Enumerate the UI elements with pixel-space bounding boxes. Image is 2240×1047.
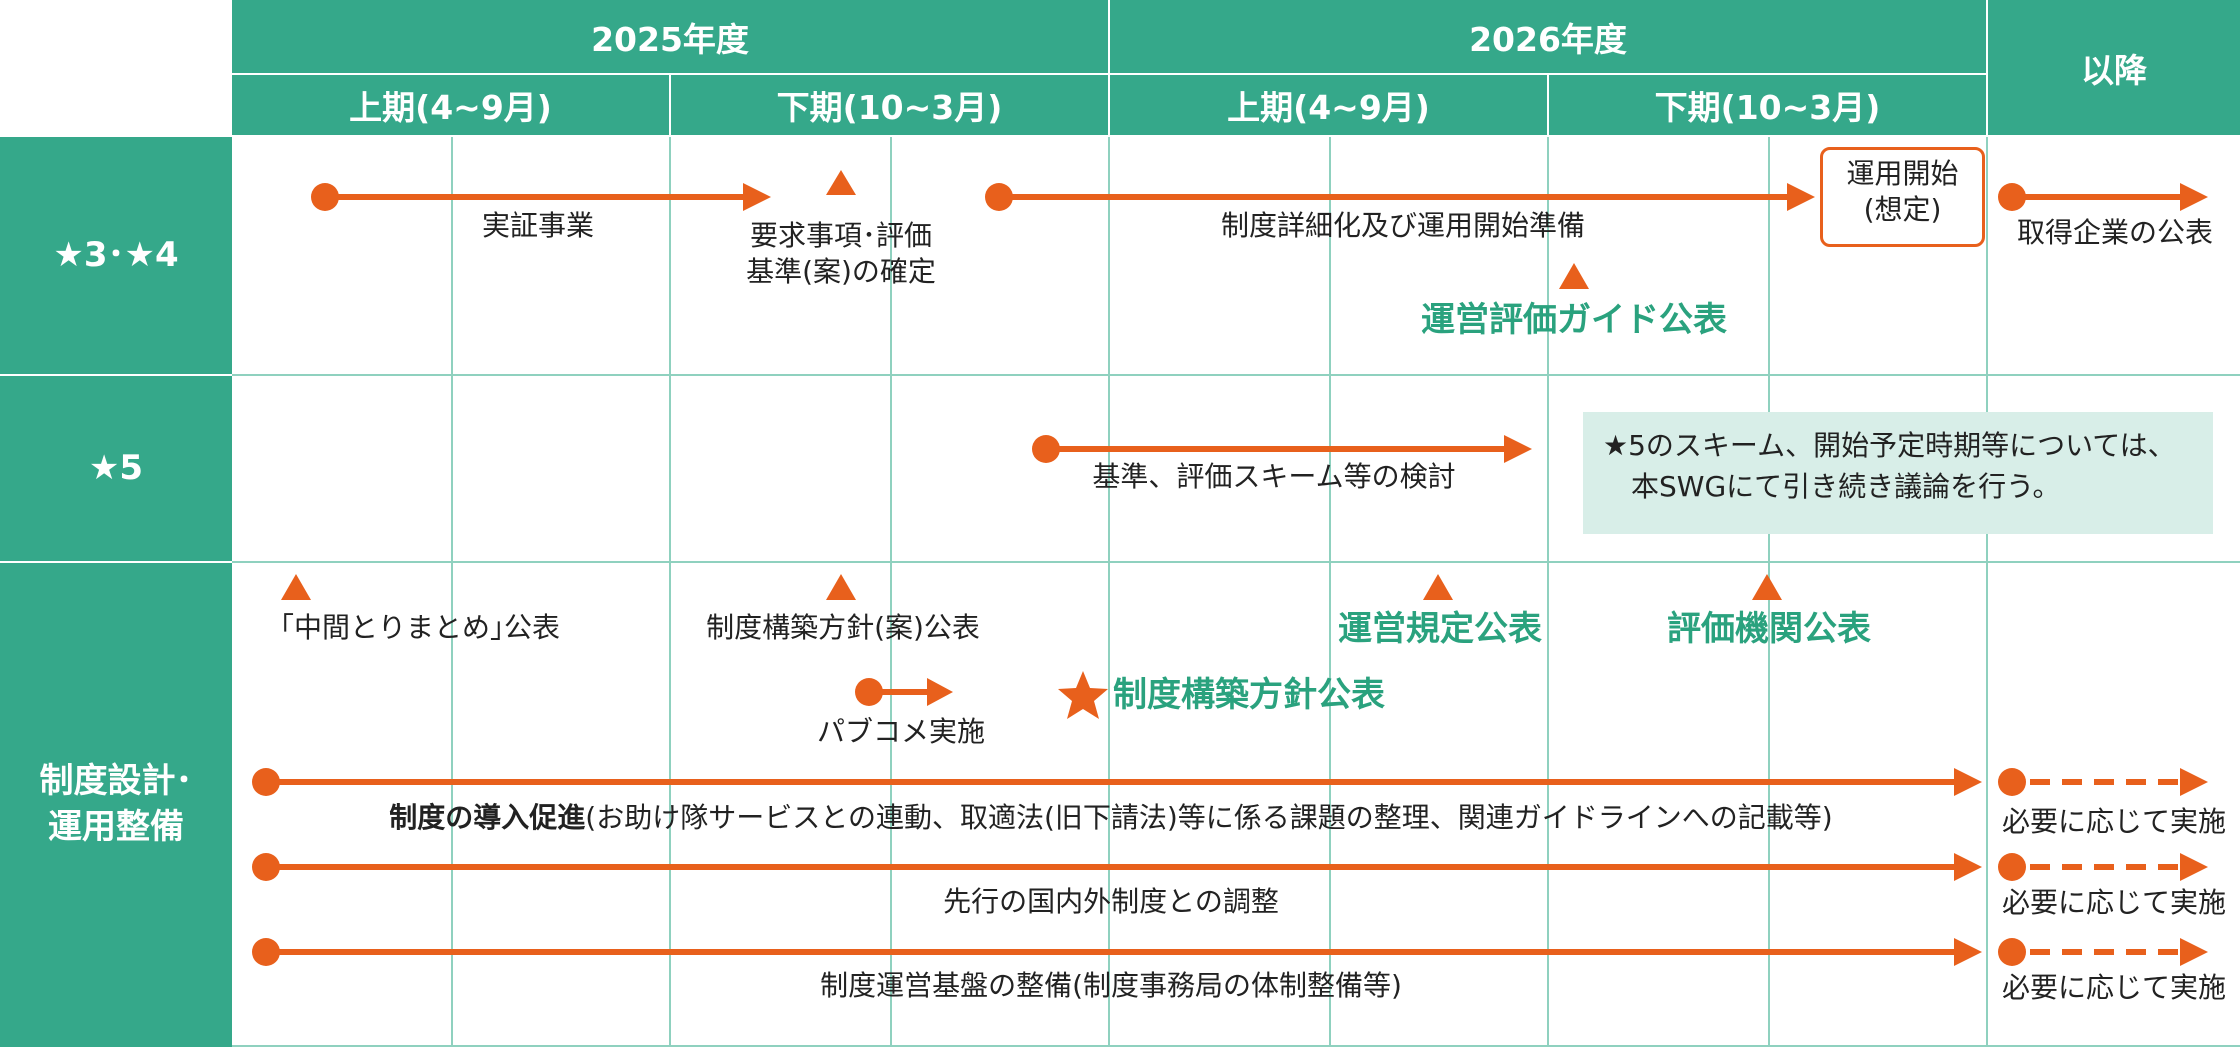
grid-line bbox=[890, 137, 892, 1047]
start-dot bbox=[1998, 768, 2026, 796]
header-h2: 下期(10~3月) bbox=[671, 75, 1108, 135]
arrow-head bbox=[2180, 768, 2208, 796]
label-demo: 実証事業 bbox=[481, 209, 595, 242]
header-after: 以降 bbox=[1988, 0, 2240, 135]
arrow-line bbox=[266, 949, 1956, 955]
label-as-needed-1: 必要に応じて実施 bbox=[2001, 805, 2227, 838]
start-dot bbox=[1998, 853, 2026, 881]
label-pubcom: パブコメ実施 bbox=[816, 715, 986, 748]
arrow-line bbox=[266, 779, 1956, 785]
header-h4-label: 下期(10~3月) bbox=[1654, 88, 1881, 127]
milestone-triangle bbox=[826, 574, 856, 600]
label-as-needed-2: 必要に応じて実施 bbox=[2001, 886, 2227, 919]
header-after-label: 以降 bbox=[2081, 50, 2147, 90]
row-label-star5-text: ★5 bbox=[88, 447, 144, 488]
milestone-triangle bbox=[826, 170, 856, 195]
label-promotion: 制度の導入促進(お助け隊サービスとの連動、取適法(旧下請法)等に係る課題の整理、… bbox=[389, 800, 1832, 836]
label-study: 基準、評価スキーム等の検討 bbox=[1092, 460, 1456, 493]
arrow-line bbox=[869, 689, 929, 695]
header-h4: 下期(10~3月) bbox=[1549, 75, 1986, 135]
header-fy2026-label: 2026年度 bbox=[1469, 19, 1627, 59]
row-label-star34-text: ★3･★4 bbox=[53, 234, 179, 275]
label-base: 制度運営基盤の整備(制度事務局の体制整備等) bbox=[820, 969, 1402, 1002]
label-guide-publish: 運営評価ガイド公表 bbox=[1421, 300, 1727, 340]
header-h3-label: 上期(4~9月) bbox=[1227, 88, 1430, 127]
arrow-head bbox=[1787, 183, 1815, 211]
grid-line bbox=[451, 137, 453, 1047]
label-promotion-rest: (お助け隊サービスとの連動、取適法(旧下請法)等に係る課題の整理、関連ガイドライ… bbox=[585, 801, 1833, 834]
header-fy2025-label: 2025年度 bbox=[591, 19, 749, 59]
grid-line bbox=[1329, 137, 1331, 1047]
label-as-needed-3: 必要に応じて実施 bbox=[2001, 971, 2227, 1004]
arrow-line bbox=[2012, 194, 2182, 200]
milestone-triangle bbox=[1559, 263, 1589, 289]
label-preparation: 制度詳細化及び運用開始準備 bbox=[1220, 209, 1586, 242]
arrow-line bbox=[266, 864, 1956, 870]
milestone-triangle bbox=[281, 574, 311, 600]
star-icon bbox=[1058, 671, 1108, 719]
label-interim: ｢中間とりまとめ｣公表 bbox=[279, 611, 561, 644]
arrow-head bbox=[1954, 938, 1982, 966]
grid-line bbox=[232, 1045, 2240, 1047]
arrow-head bbox=[2180, 853, 2208, 881]
grid-line bbox=[1986, 137, 1988, 1047]
arrow-head bbox=[2180, 938, 2208, 966]
arrow-head bbox=[1954, 768, 1982, 796]
row-label-star5: ★5 bbox=[0, 376, 232, 561]
row-label-design-text: 制度設計･ 運用整備 bbox=[39, 761, 193, 847]
grid-line bbox=[1547, 137, 1549, 1047]
header-h3: 上期(4~9月) bbox=[1110, 75, 1547, 135]
row-label-design: 制度設計･ 運用整備 bbox=[0, 563, 232, 1047]
grid-line bbox=[669, 137, 671, 1047]
header-h1-label: 上期(4~9月) bbox=[349, 88, 552, 127]
star5-note: ★5のスキーム、開始予定時期等については、 本SWGにて引き続き議論を行う。 bbox=[1583, 412, 2213, 534]
grid-line bbox=[232, 561, 2240, 563]
label-orgs-publish: 評価機関公表 bbox=[1667, 609, 1871, 649]
label-intl: 先行の国内外制度との調整 bbox=[943, 885, 1279, 918]
arrow-head bbox=[1504, 435, 1532, 463]
header-h1: 上期(4~9月) bbox=[232, 75, 669, 135]
arrow-head bbox=[1954, 853, 1982, 881]
row-label-star34: ★3･★4 bbox=[0, 137, 232, 374]
milestone-triangle bbox=[1423, 574, 1453, 600]
arrow-head bbox=[927, 678, 953, 706]
arrow-head bbox=[743, 183, 771, 211]
header-fy2026: 2026年度 bbox=[1110, 0, 1986, 73]
grid-line bbox=[1108, 137, 1110, 1047]
arrow-line bbox=[325, 194, 745, 200]
label-draft-policy: 制度構築方針(案)公表 bbox=[706, 611, 980, 644]
label-policy-publish: 制度構築方針公表 bbox=[1113, 675, 1385, 715]
arrow-head bbox=[2180, 183, 2208, 211]
header-fy2025: 2025年度 bbox=[232, 0, 1108, 73]
arrow-line bbox=[1046, 446, 1506, 452]
label-acquirers: 取得企業の公表 bbox=[2016, 216, 2214, 249]
arrow-line bbox=[999, 194, 1789, 200]
label-rules-publish: 運営規定公表 bbox=[1338, 609, 1542, 649]
label-promotion-bold: 制度の導入促進 bbox=[389, 801, 586, 834]
start-dot bbox=[1998, 938, 2026, 966]
operation-start-box: 運用開始 (想定) bbox=[1820, 147, 1985, 247]
label-requirements: 要求事項･評価 基準(案)の確定 bbox=[746, 219, 936, 289]
milestone-triangle bbox=[1752, 574, 1782, 600]
grid-line bbox=[232, 374, 2240, 376]
header-h2-label: 下期(10~3月) bbox=[776, 88, 1003, 127]
